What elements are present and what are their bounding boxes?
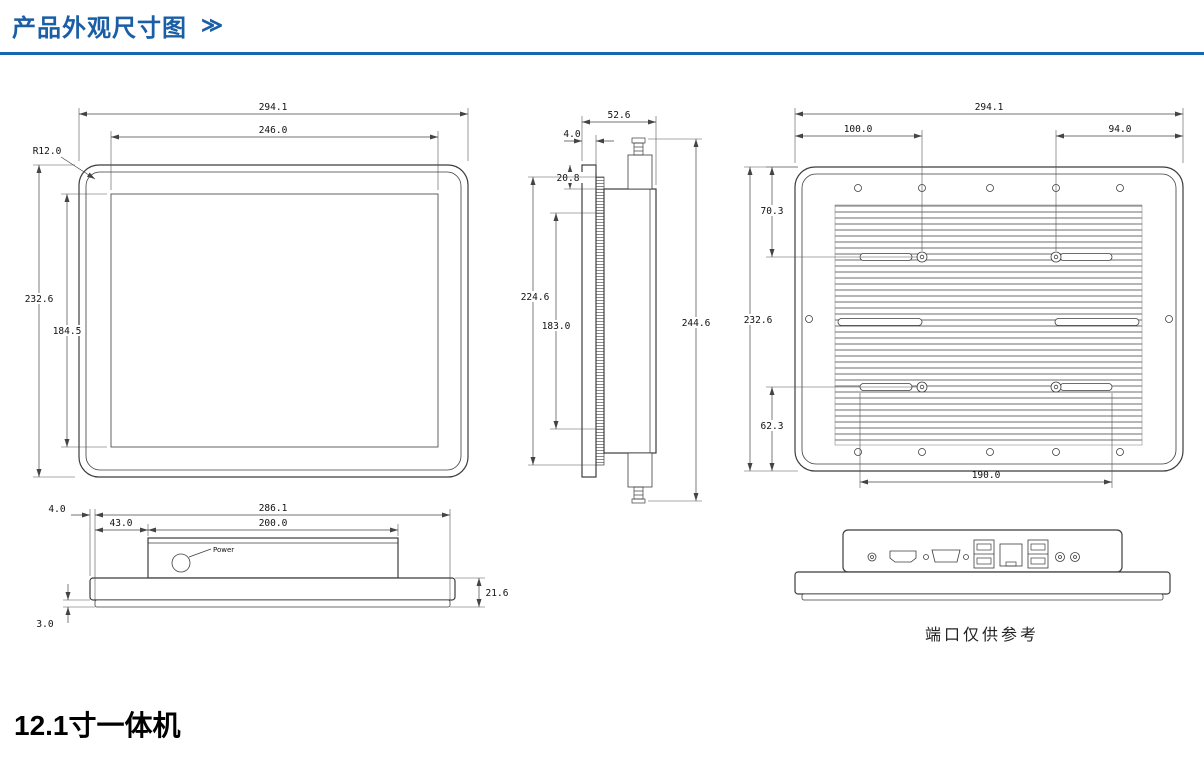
dim-label: 286.1 <box>259 503 288 514</box>
ports-view-drawing: 端口仅供参考 <box>794 529 1171 644</box>
dim-label: 21.6 <box>486 588 509 599</box>
header-rule <box>0 52 1204 55</box>
dim-back-hole-spacing: 190.0 <box>859 393 1113 488</box>
side-panel-hatch <box>595 176 605 466</box>
dim-label: 94.0 <box>1109 124 1132 135</box>
dim-front-width-outer: 294.1 <box>78 102 469 161</box>
dim-label: 20.8 <box>557 173 580 184</box>
hdmi-port <box>889 550 917 563</box>
dim-side-height-total: 244.6 <box>648 138 715 502</box>
dim-bottom-body-offset: 43.0 <box>95 518 149 536</box>
dim-label: 4.0 <box>563 129 580 140</box>
bottom-body <box>147 537 399 579</box>
dim-label: 62.3 <box>761 421 784 432</box>
header: 产品外观尺寸图 ≫ <box>12 8 223 43</box>
front-screen-outline <box>110 193 439 448</box>
dim-back-height-outer: 232.6 <box>742 166 798 472</box>
dim-label: 190.0 <box>972 470 1001 481</box>
dim-bottom-body-width: 200.0 <box>148 518 399 536</box>
bottom-glass <box>94 599 451 608</box>
side-bottom-bracket <box>627 452 653 504</box>
page-title: 产品外观尺寸图 <box>12 15 187 42</box>
back-view-drawing: 294.1 100.0 94.0 70.3 232.6 <box>742 102 1184 488</box>
dim-label: R12.0 <box>33 146 62 157</box>
dim-label: 232.6 <box>744 315 773 326</box>
dim-front-height-outer: 232.6 <box>21 164 75 478</box>
case-screws <box>805 184 1173 456</box>
mount-slots <box>837 253 1140 391</box>
ports-note: 端口仅供参考 <box>925 625 1039 644</box>
dim-side-height-panel: 224.6 <box>520 176 596 466</box>
dim-back-hole-left: 100.0 <box>795 124 923 251</box>
dim-label: 183.0 <box>542 321 571 332</box>
dim-bottom-glass-thickness: 3.0 <box>36 584 95 630</box>
dim-front-width-screen: 246.0 <box>110 125 439 190</box>
vga-port <box>923 549 969 563</box>
dim-back-hole-right: 94.0 <box>1055 124 1183 251</box>
dim-back-width-outer: 294.1 <box>794 102 1184 163</box>
vesa-holes <box>916 251 1062 393</box>
side-top-bracket <box>627 137 653 190</box>
ports-base <box>794 571 1171 595</box>
bottom-base <box>89 577 456 601</box>
dim-front-corner-radius: R12.0 <box>33 146 96 180</box>
front-view-drawing: 294.1 246.0 R12.0 232.6 184.5 <box>21 102 469 478</box>
bottom-view-drawing: Power 286.1 4.0 43.0 200.0 21.6 <box>36 503 509 630</box>
dim-label: 200.0 <box>259 518 288 529</box>
dim-label: 100.0 <box>844 124 873 135</box>
usb-ports-right <box>1027 539 1049 569</box>
dim-label: 246.0 <box>259 125 288 136</box>
dim-side-bezel: 4.0 <box>563 129 614 173</box>
ports-glass <box>801 593 1164 601</box>
side-housing <box>603 188 657 454</box>
audio-jacks <box>1055 552 1080 562</box>
side-bezel <box>581 164 597 478</box>
dim-label: 294.1 <box>975 102 1004 113</box>
footer-title: 12.1寸一体机 <box>14 710 181 741</box>
dim-label: 70.3 <box>761 206 784 217</box>
lan-port <box>999 543 1023 567</box>
power-label: Power <box>213 546 234 554</box>
dim-label: 294.1 <box>259 102 288 113</box>
dim-bottom-width-inner: 286.1 <box>94 503 451 600</box>
dim-side-depth: 52.6 <box>581 110 657 185</box>
double-chevron-icon: ≫ <box>201 14 223 37</box>
dim-label: 4.0 <box>48 504 65 515</box>
dim-label: 52.6 <box>608 110 631 121</box>
side-view-drawing: 52.6 4.0 20.8 224.6 183.0 <box>520 110 715 504</box>
dim-side-height-screen: 183.0 <box>540 212 604 430</box>
dim-label: 184.5 <box>53 326 82 337</box>
dim-label: 3.0 <box>36 619 53 630</box>
dim-label: 244.6 <box>682 318 711 329</box>
dim-front-height-screen: 184.5 <box>50 193 107 448</box>
dim-back-hole-bottom: 62.3 <box>756 386 918 471</box>
power-jack-port <box>867 552 877 562</box>
dim-bottom-thickness: 21.6 <box>450 577 509 608</box>
dim-label: 43.0 <box>110 518 133 529</box>
dim-bottom-edge-offset: 4.0 <box>48 504 91 576</box>
dim-label: 224.6 <box>521 292 550 303</box>
power-button: Power <box>171 546 234 573</box>
dim-label: 232.6 <box>25 294 54 305</box>
usb-ports-left <box>973 539 995 569</box>
